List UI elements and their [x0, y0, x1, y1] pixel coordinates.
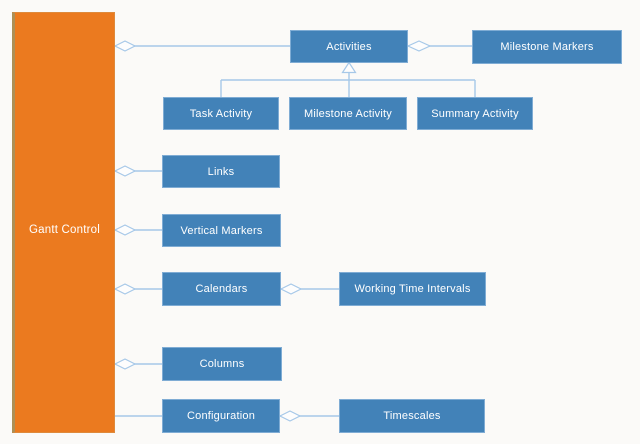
- node-label: Gantt Control: [29, 223, 100, 236]
- aggregation-diamond: [406, 40, 432, 52]
- node-label: Calendars: [195, 283, 248, 295]
- aggregation-diamond: [113, 40, 137, 52]
- edge-gantt-columns: [113, 358, 162, 370]
- node-label: Task Activity: [189, 107, 253, 120]
- node-label: Milestone Activity: [304, 107, 392, 120]
- node-summary-activity: Summary Activity: [417, 97, 533, 130]
- aggregation-diamond: [113, 224, 137, 236]
- node-links: Links: [162, 155, 280, 188]
- aggregation-diamond: [278, 410, 302, 422]
- aggregation-diamond: [113, 358, 137, 370]
- node-calendars: Calendars: [162, 272, 281, 306]
- node-milestone-markers: Milestone Markers: [472, 30, 622, 64]
- node-working-time-intervals: Working Time Intervals: [339, 272, 486, 306]
- node-label: Columns: [199, 358, 245, 370]
- node-activities: Activities: [290, 30, 408, 63]
- inheritance-triangle: [341, 61, 357, 74]
- edge-gantt-links: [113, 165, 163, 177]
- edge-gantt-activities: [113, 40, 290, 52]
- aggregation-diamond: [113, 283, 137, 295]
- node-milestone-activity: Milestone Activity: [289, 97, 407, 130]
- edge-configuration-timescales: [278, 410, 339, 422]
- node-configuration: Configuration: [162, 399, 280, 433]
- node-timescales: Timescales: [339, 399, 485, 433]
- node-label: Configuration: [186, 410, 256, 422]
- node-label: Working Time Intervals: [354, 283, 471, 295]
- node-columns: Columns: [162, 347, 282, 381]
- edge-gantt-vertical-markers: [113, 224, 162, 236]
- edge-gantt-calendars: [113, 283, 162, 295]
- node-task-activity: Task Activity: [163, 97, 279, 130]
- edge-activities-milestone-markers: [406, 40, 472, 52]
- node-label: Timescales: [383, 410, 441, 422]
- node-label: Links: [207, 165, 235, 178]
- node-label: Vertical Markers: [180, 224, 263, 237]
- edge-calendars-working-time-intervals: [279, 283, 339, 295]
- node-vertical-markers: Vertical Markers: [162, 214, 281, 247]
- node-label: Activities: [326, 40, 372, 53]
- node-label: Summary Activity: [431, 107, 519, 120]
- node-gantt-control: Gantt Control: [12, 12, 115, 433]
- edge-inheritance-activities: [220, 61, 476, 97]
- aggregation-diamond: [279, 283, 303, 295]
- aggregation-diamond: [113, 165, 137, 177]
- node-label: Milestone Markers: [500, 41, 594, 53]
